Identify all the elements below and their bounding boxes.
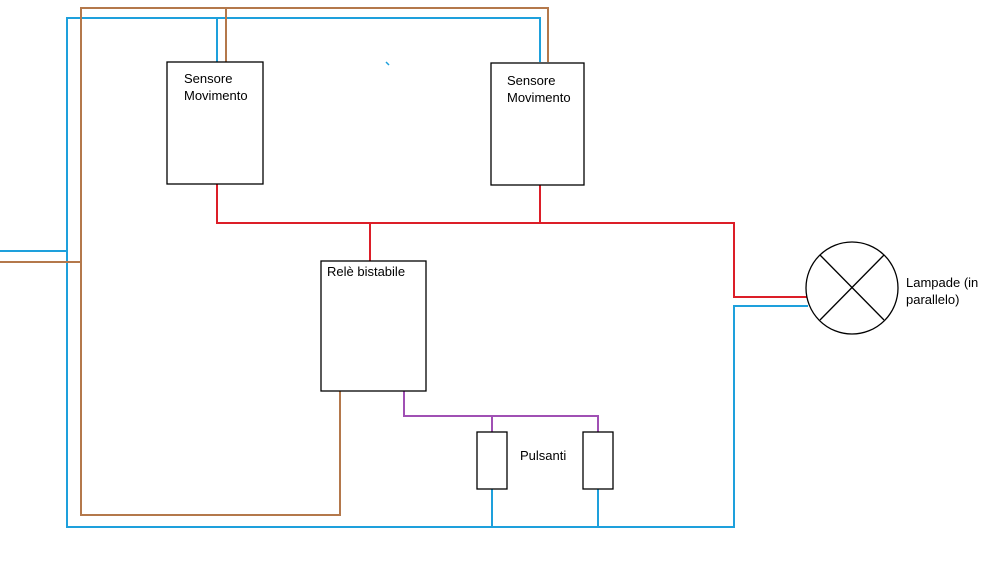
button-bus-wire (403, 391, 599, 432)
button-1-box (476, 431, 508, 490)
lamp-symbol (805, 241, 899, 335)
lamp-label: Lampade (in parallelo) (906, 274, 978, 308)
sensor-2-label-line1: Sensore (507, 73, 556, 88)
sensor-1-box (166, 61, 264, 185)
neutral-wires (0, 17, 808, 528)
stray-mark (385, 61, 390, 66)
relay-label: Relè bistabile (327, 264, 406, 279)
sensor-2-box (490, 62, 585, 186)
lamp-label-line2: parallelo) (906, 292, 960, 307)
button-2-box (582, 431, 614, 490)
lamp-label-line1: Lampade (in (906, 275, 979, 290)
neutral-sensor-2-wire (217, 17, 541, 62)
phase-wires (0, 7, 549, 516)
buttons-label: Pulsanti (520, 448, 567, 463)
sensor-2-label-line2: Movimento (507, 90, 571, 105)
button-wires (403, 391, 599, 432)
switched-wires (216, 184, 808, 298)
phase-main-loop (80, 7, 341, 516)
sensor-1-label: Sensore Movimento (184, 70, 248, 104)
sensor-1-label-line1: Sensore (184, 71, 233, 86)
relay-box (320, 260, 427, 392)
sensor-2-label: Sensore Movimento (507, 72, 571, 106)
phase-sensor-2-wire (226, 7, 549, 62)
sensor-1-label-line2: Movimento (184, 88, 248, 103)
switched-main-wire (216, 184, 808, 298)
